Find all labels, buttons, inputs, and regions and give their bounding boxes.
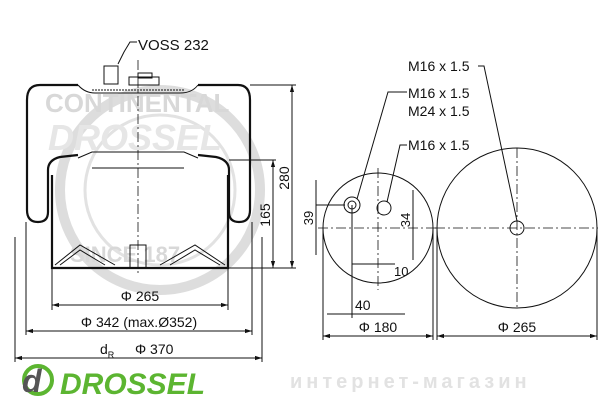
dim-diameter-265: Φ 265 [498,319,537,335]
logo-letter: d [22,363,43,399]
voss-label: VOSS 232 [138,37,209,54]
dim-height-280: 280 [276,166,292,190]
thread-label-1: M16 x 1.5 [408,85,470,101]
watermark-subtitle: интернет-магазин [290,371,531,393]
top-view: M16 x 1.5 M24 x 1.5 M16 x 1.5 39 34 10 4… [301,85,470,340]
drossel-logo: d DROSSEL [22,363,205,400]
dim-height-165: 165 [257,203,273,227]
bellows-right [197,83,252,224]
thread-label-2: M24 x 1.5 [408,103,470,119]
dim-diameter-180: Φ 180 [359,319,398,335]
dim-piston-265: Φ 265 [121,288,160,304]
dim-34: 34 [398,213,413,227]
watermark: CONTINENTAL SINCE 187 DROSSEL интернет-м… [45,85,531,393]
voss-connector [103,65,119,85]
bottom-view: M16 x 1.5 Φ 265 [408,58,598,340]
dim-ref-prefix: dR [100,341,115,360]
dim-39: 39 [301,211,316,225]
bottom-thread-label: M16 x 1.5 [408,58,470,74]
watermark-brand: DROSSEL [48,117,222,158]
dim-40: 40 [355,297,371,313]
logo-text: DROSSEL [60,368,205,400]
side-view: VOSS 232 280 165 Φ 265 Φ 342 (max.Ø352) … [14,37,296,362]
bellows-left [25,83,79,224]
dim-ref-370: Φ 370 [135,341,174,357]
dim-bellows-342: Φ 342 (max.Ø352) [81,314,197,330]
thread-label-3: M16 x 1.5 [408,137,470,153]
bolt-hole [376,200,392,216]
dim-10: 10 [394,264,408,279]
